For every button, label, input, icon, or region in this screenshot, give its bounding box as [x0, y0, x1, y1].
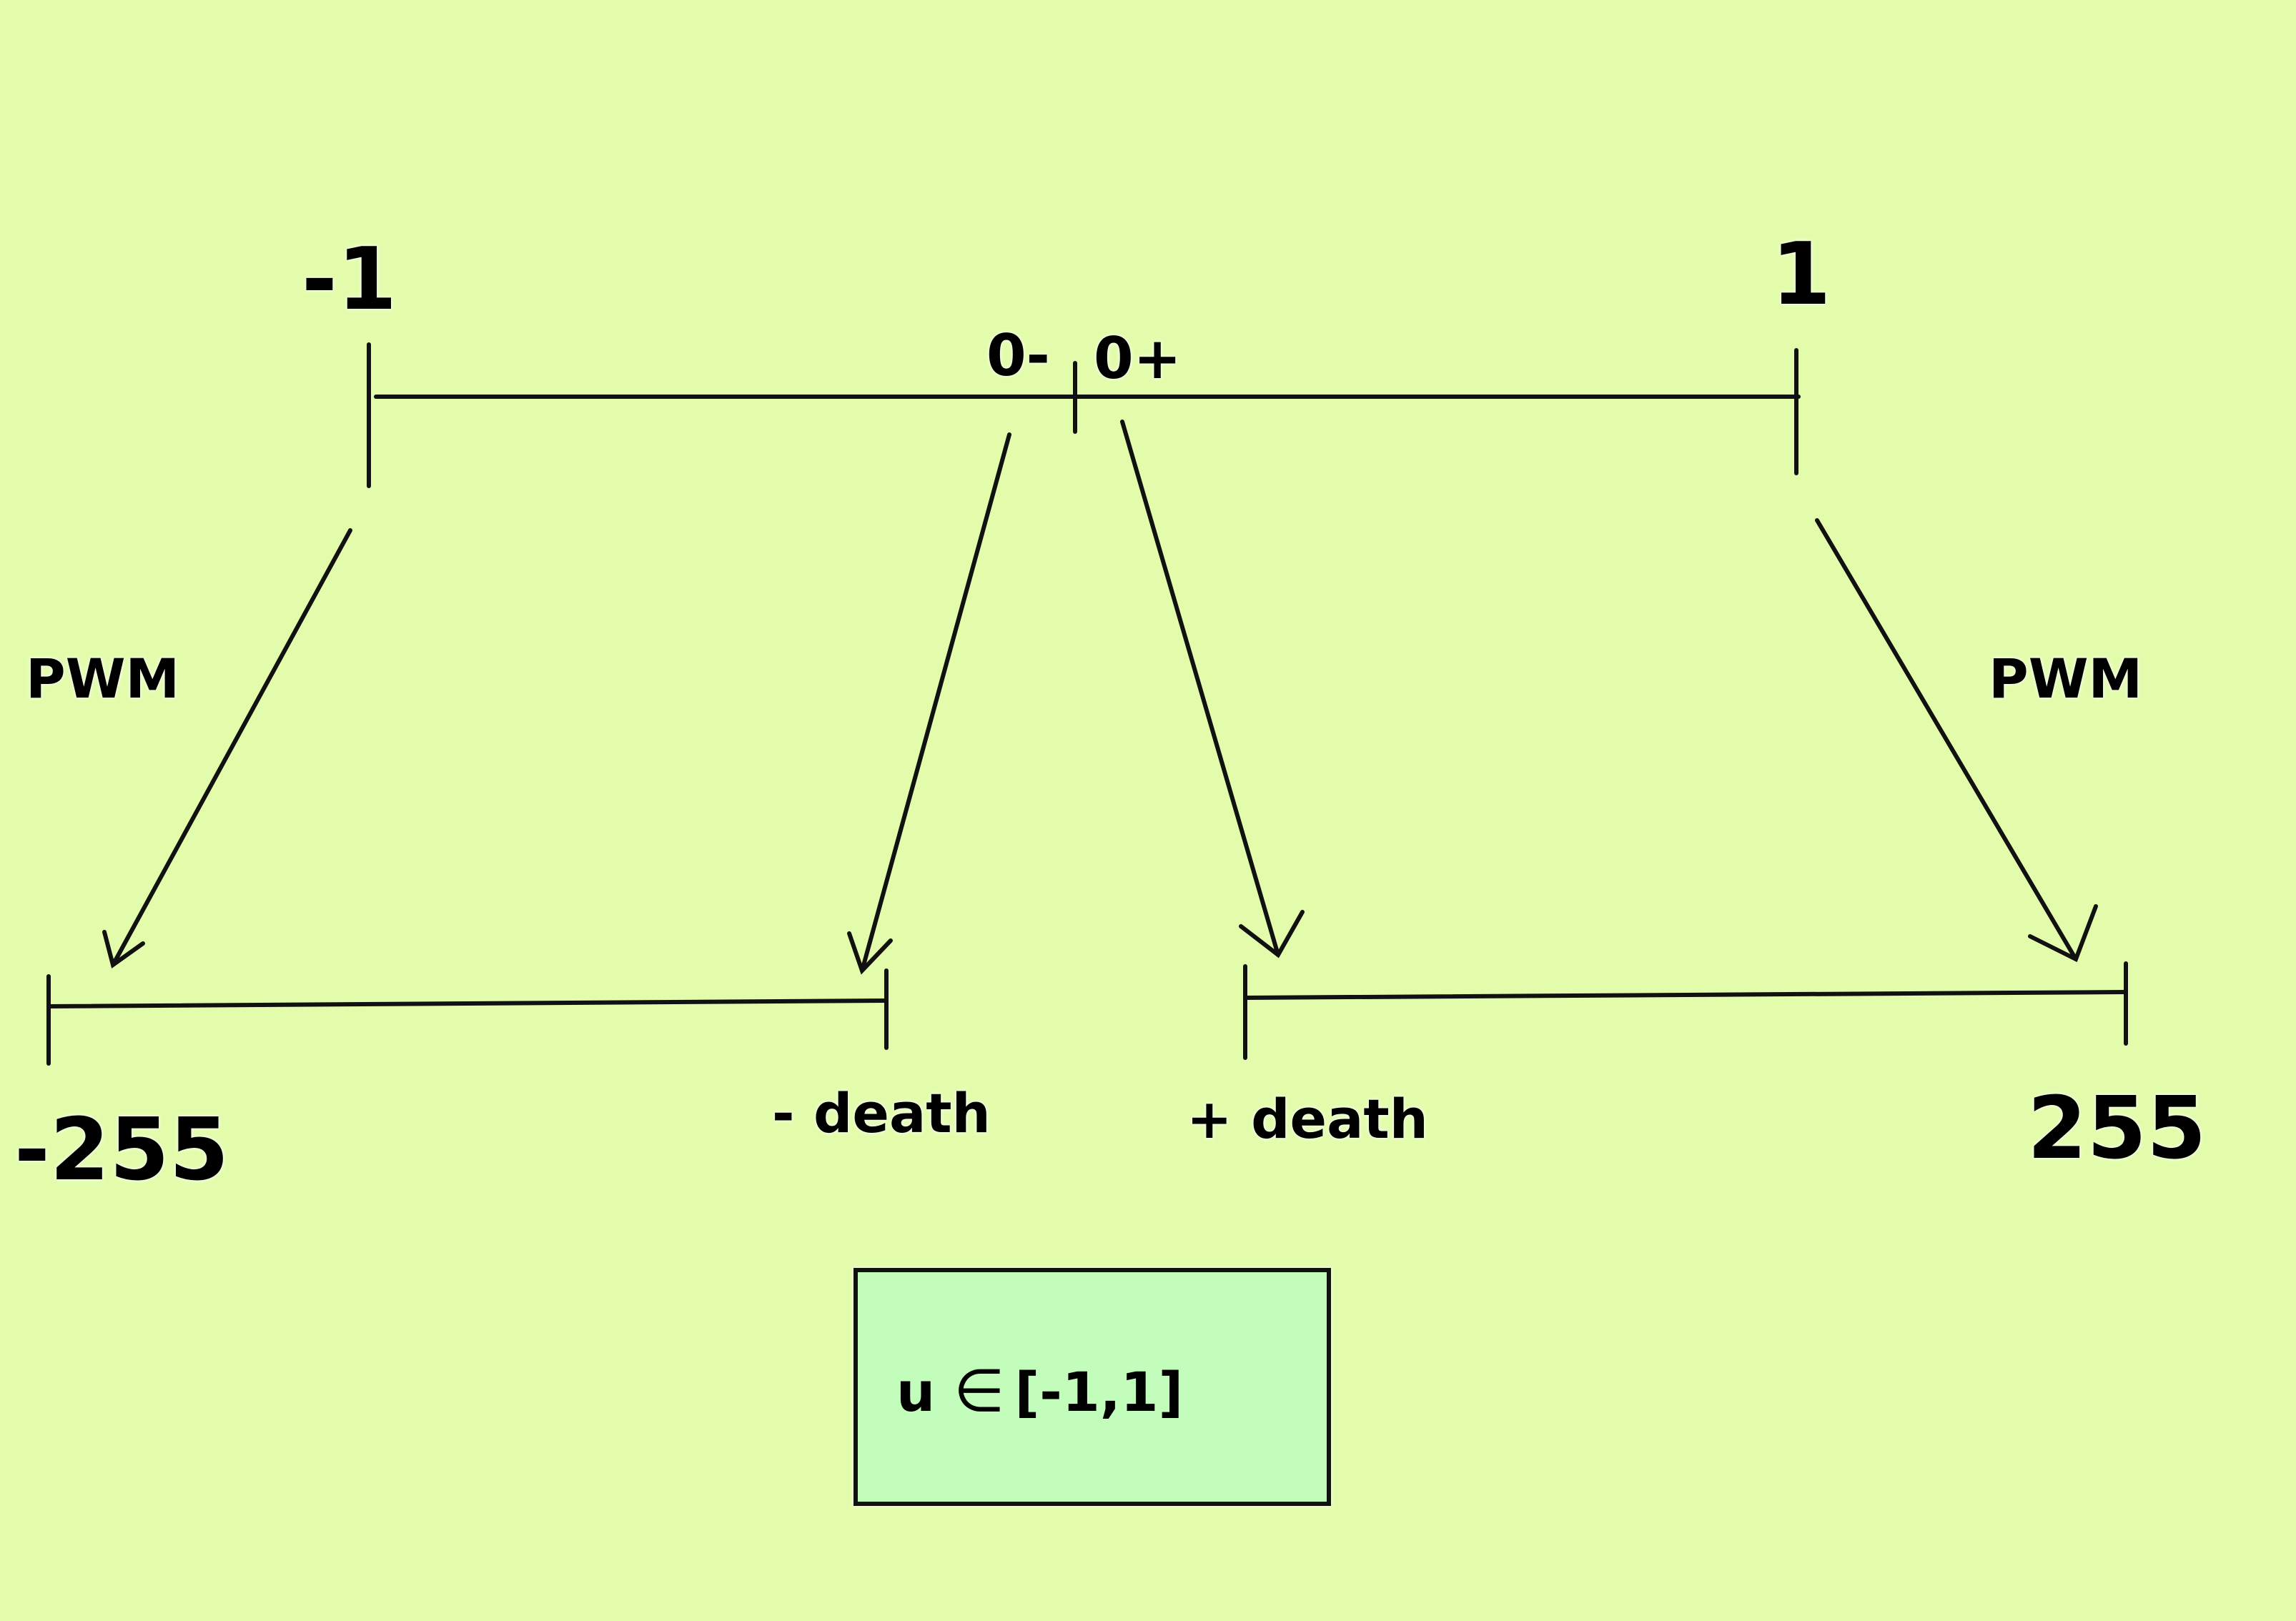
- bottom-left-end-label: -255: [14, 1101, 229, 1200]
- top-left-end-label: -1: [302, 230, 397, 329]
- arrow-center-right-head: [1239, 910, 1305, 958]
- arrow-right-head: [2028, 904, 2098, 963]
- center-left-label: 0-: [986, 322, 1050, 389]
- top-right-end-label: 1: [1771, 225, 1831, 324]
- formula-text: u∈[-1,1]: [896, 1362, 1183, 1421]
- left-pwm-label: PWM: [26, 647, 180, 710]
- bottom-left-scale-line: [46, 998, 889, 1008]
- formula-box: u ∈[-1,1]: [853, 1268, 1331, 1506]
- element-of-symbol: ∈: [954, 1357, 1005, 1425]
- right-pwm-label: PWM: [1989, 647, 2143, 710]
- arrow-center-left-shaft: [860, 432, 1011, 973]
- formula-variable: u: [896, 1360, 936, 1424]
- center-right-label: 0+: [1094, 325, 1182, 392]
- arrow-left-shaft: [111, 528, 352, 967]
- bottom-right-scale-line: [1243, 990, 2128, 1000]
- arrow-center-right-shaft: [1120, 420, 1280, 957]
- bottom-right-end-label: 255: [2027, 1079, 2207, 1179]
- arrow-center-left-head: [847, 931, 893, 975]
- formula-interval: [-1,1]: [1014, 1360, 1184, 1424]
- plus-death-label: + death: [1187, 1087, 1428, 1151]
- minus-death-label: - death: [772, 1081, 991, 1145]
- arrow-left-head: [102, 930, 145, 968]
- arrow-right-shaft: [1815, 518, 2078, 961]
